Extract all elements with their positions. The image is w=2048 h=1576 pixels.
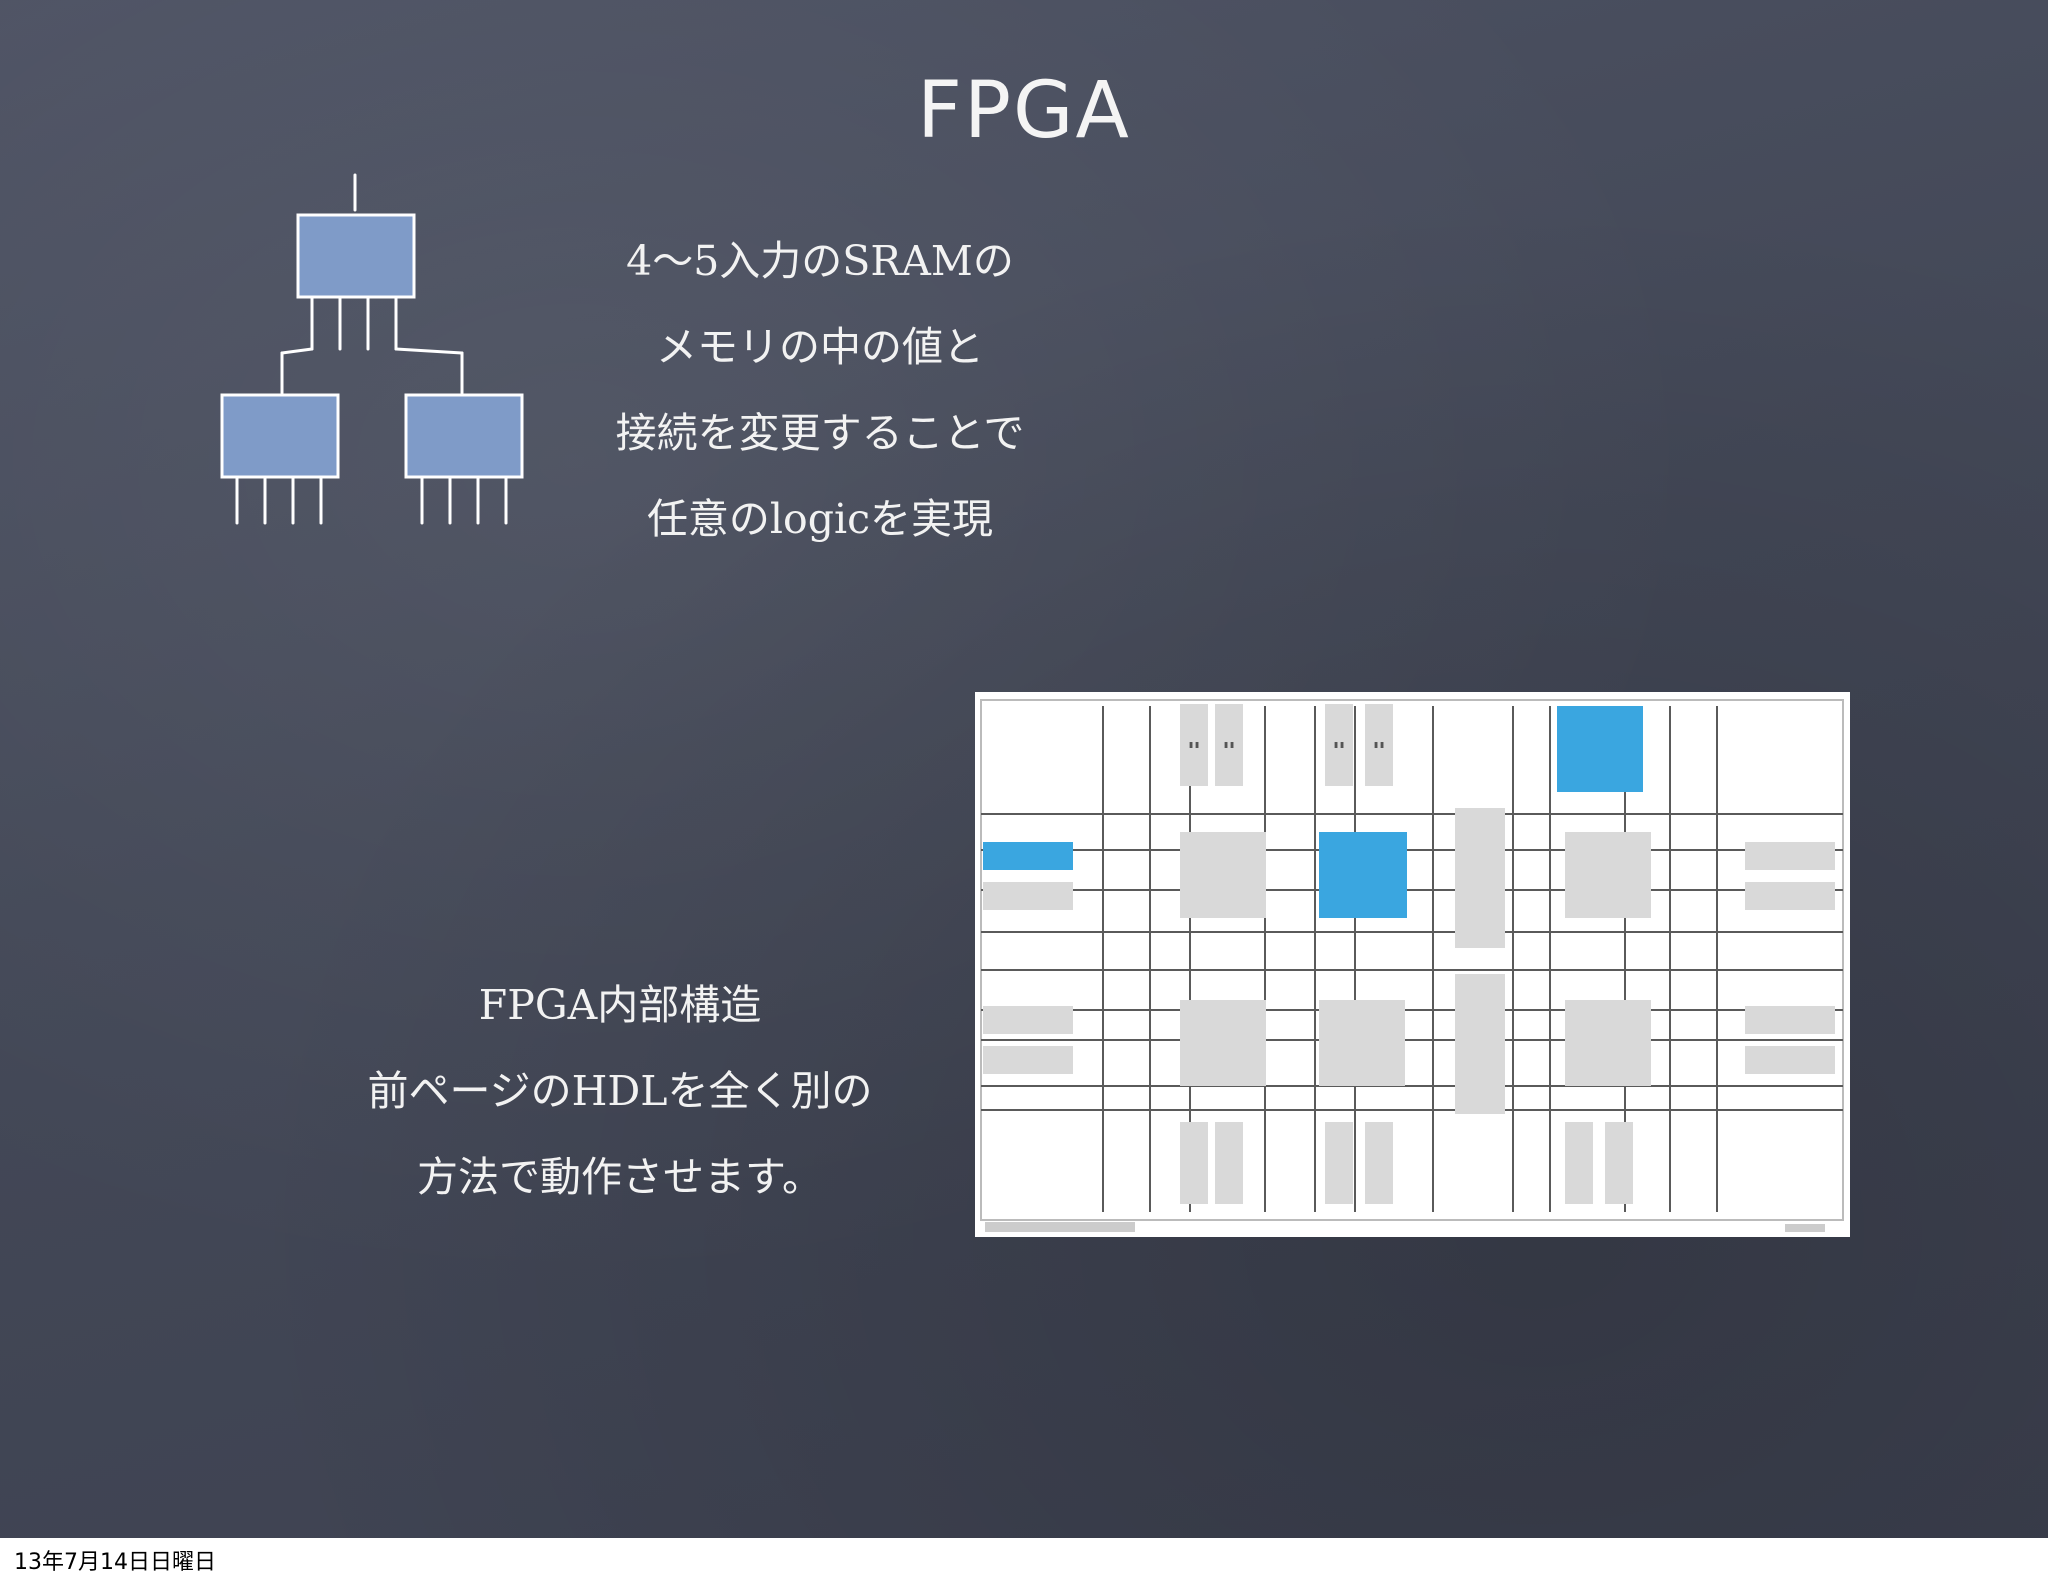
clb-block — [1319, 832, 1407, 918]
fpga-architecture-figure: ▮▮ ▮▮ ▮▮ ▮▮ — [975, 692, 1850, 1237]
io-block — [983, 1046, 1073, 1074]
text-line: 方法で動作させます。 — [417, 1153, 823, 1201]
structure-description: FPGA内部構造 前ページのHDLを全く別の 方法で動作させます。 — [310, 962, 930, 1220]
bram-block — [1455, 974, 1505, 1114]
io-block — [1745, 842, 1835, 870]
text-line: 接続を変更することで — [615, 409, 1025, 457]
io-block — [1325, 1122, 1353, 1204]
io-block: ▮▮ — [1180, 704, 1208, 786]
io-block: ▮▮ — [1215, 704, 1243, 786]
clb-block — [1180, 1000, 1266, 1086]
routing-grid — [980, 699, 1844, 1232]
io-block — [1605, 1122, 1633, 1204]
io-block — [1745, 882, 1835, 910]
io-block: ▮▮ — [1325, 704, 1353, 786]
io-block — [1745, 1046, 1835, 1074]
clb-block — [1565, 1000, 1651, 1086]
io-block — [983, 842, 1073, 870]
clb-block — [1565, 832, 1651, 918]
text-line: 任意のlogicを実現 — [646, 495, 994, 543]
text-line: 前ページのHDLを全く別の — [367, 1067, 873, 1115]
slide-title: FPGA — [917, 66, 1131, 156]
clb-block — [1319, 1000, 1405, 1086]
footer-date: 13年7月14日日曜日 — [14, 1550, 216, 1575]
io-block — [983, 882, 1073, 910]
lut-tree-icon — [220, 173, 524, 525]
io-block — [1215, 1122, 1243, 1204]
io-block — [983, 1006, 1073, 1034]
bram-block — [1455, 808, 1505, 948]
text-line: FPGA内部構造 — [478, 981, 762, 1029]
text-line: メモリの中の値と — [656, 323, 984, 371]
io-block — [1745, 1006, 1835, 1034]
footer: 13年7月14日日曜日 — [0, 1538, 2048, 1576]
io-block: ▮▮ — [1365, 704, 1393, 786]
io-block — [1365, 1122, 1393, 1204]
slide: FPGA 4〜5入力のSRAMの メモリの — [0, 0, 2048, 1538]
io-block — [1565, 1122, 1593, 1204]
clb-block — [1180, 832, 1266, 918]
lut-description: 4〜5入力のSRAMの メモリの中の値と 接続を変更することで 任意のlogic… — [560, 218, 1080, 562]
io-block — [1180, 1122, 1208, 1204]
dcm-block — [1557, 706, 1643, 792]
text-line: 4〜5入力のSRAMの — [626, 237, 1014, 285]
